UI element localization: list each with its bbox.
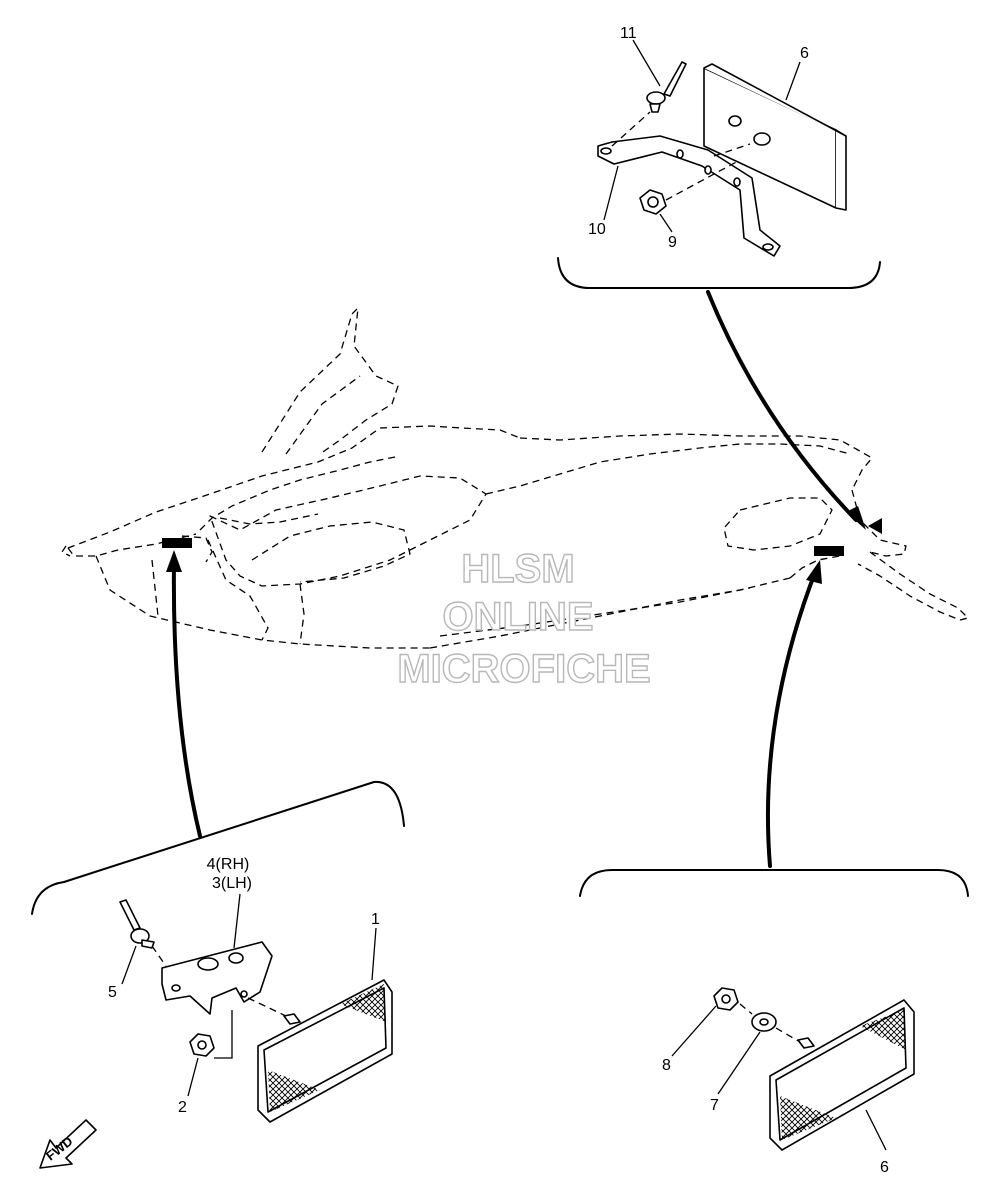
callout-11: 11 xyxy=(620,25,637,42)
callout-3: 3(LH) xyxy=(212,875,252,892)
callout-2: 2 xyxy=(178,1099,187,1116)
watermark-line-2: ONLINE xyxy=(442,595,593,639)
top-inset: 11 6 10 9 xyxy=(557,25,881,289)
nut-8 xyxy=(713,987,739,1011)
left-inset: 4(RH) 3(LH) 1 5 2 xyxy=(31,780,405,1123)
right-inset: 8 7 6 xyxy=(579,869,969,1176)
reflector-top xyxy=(703,63,847,211)
rivet-11 xyxy=(646,61,687,113)
watermark-line-3: MICROFICHE xyxy=(397,647,650,691)
right-inset-frame xyxy=(579,869,969,897)
reflector-location-front xyxy=(162,538,192,548)
callout-8: 8 xyxy=(662,1057,671,1074)
bracket-top xyxy=(597,135,781,257)
pointer-top-arrowhead xyxy=(846,506,866,530)
nut-2 xyxy=(189,1033,215,1057)
pointer-left-arrowhead xyxy=(166,550,182,572)
fwd-arrow-icon: FWD xyxy=(39,1119,97,1169)
pointer-top xyxy=(706,290,858,522)
left-inset-frame xyxy=(31,780,405,915)
nut-9 xyxy=(639,189,667,215)
callout-6-top: 6 xyxy=(800,45,809,62)
bracket-side xyxy=(161,941,273,1015)
bracket-location-rear xyxy=(868,518,882,534)
snowmobile-outline xyxy=(61,307,969,649)
reflector-1 xyxy=(257,979,393,1123)
callout-6-bottom: 6 xyxy=(880,1159,889,1176)
washer-7 xyxy=(751,1012,777,1032)
callout-4: 4(RH) xyxy=(207,856,250,873)
reflector-location-rear xyxy=(814,546,844,556)
watermark: HLSM ONLINE MICROFICHE xyxy=(397,546,652,691)
top-inset-frame xyxy=(557,257,881,289)
callout-10: 10 xyxy=(588,221,606,238)
pointer-right xyxy=(765,568,818,868)
reflector-6-bottom xyxy=(769,999,915,1151)
rivet-5 xyxy=(119,899,155,949)
watermark-line-1: HLSM xyxy=(461,547,574,591)
callout-9: 9 xyxy=(668,234,677,251)
callout-5: 5 xyxy=(108,984,117,1001)
callout-1: 1 xyxy=(371,911,380,928)
pointer-left xyxy=(171,560,202,838)
pointer-right-arrowhead xyxy=(806,560,822,584)
callout-7: 7 xyxy=(710,1097,719,1114)
